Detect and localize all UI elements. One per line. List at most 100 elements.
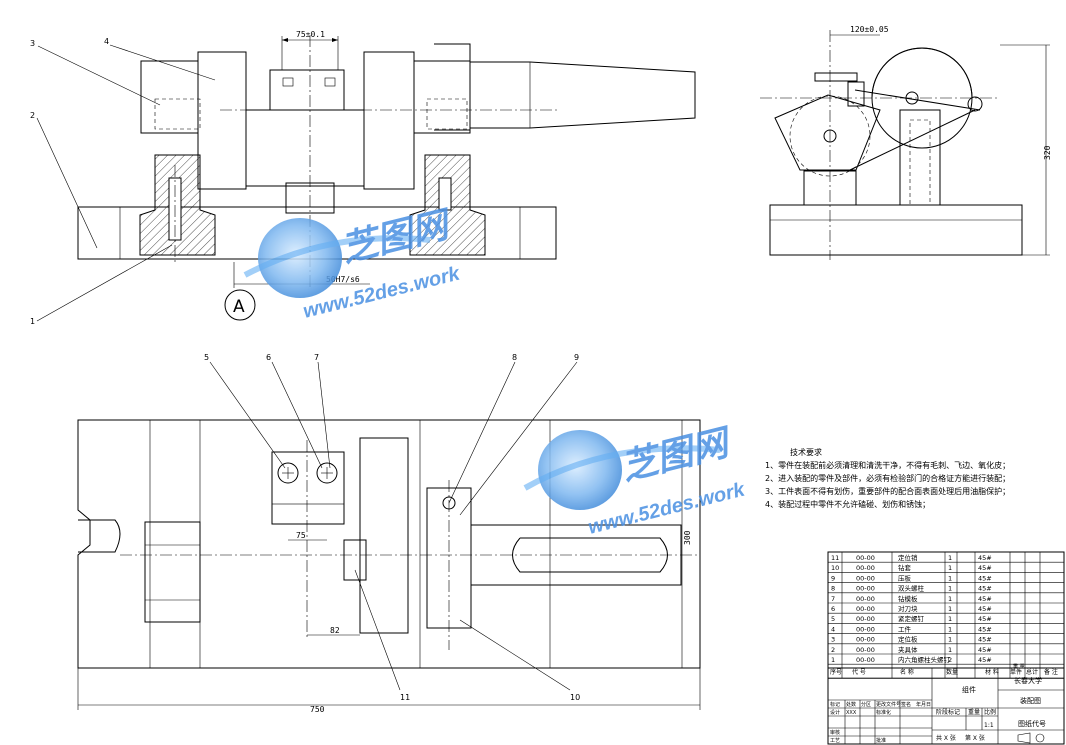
svg-text:1: 1 <box>30 317 35 326</box>
bom-cell-qty: 1 <box>948 595 952 603</box>
bom-cell-code: 00-00 <box>856 605 875 613</box>
svg-text:6: 6 <box>266 353 271 362</box>
bom-cell-mat: 45# <box>978 554 992 562</box>
bom-cell-no: 2 <box>831 646 835 654</box>
bom-cell-no: 3 <box>831 636 835 644</box>
svg-text:7: 7 <box>314 353 319 362</box>
svg-text:11: 11 <box>400 693 410 702</box>
bom-header-remark: 备 注 <box>1044 668 1058 676</box>
bom-cell-qty: 1 <box>948 564 952 572</box>
svg-text:3、工件表面不得有划伤，重要部件的配合面表面处理后用油脂保护: 3、工件表面不得有划伤，重要部件的配合面表面处理后用油脂保护； <box>765 486 1010 496</box>
bom-cell-no: 7 <box>831 595 835 603</box>
bom-cell-name: 内六角螺柱头螺钉 <box>898 655 951 664</box>
svg-text:2: 2 <box>30 111 35 120</box>
bom-cell-no: 4 <box>831 625 835 633</box>
section-marker <box>224 289 256 321</box>
bom-cell-qty: 2 <box>948 656 952 664</box>
bom-cell-mat: 45# <box>978 656 992 664</box>
dim-50h7: 50H7/s6 <box>326 275 360 284</box>
bom-cell-code: 00-00 <box>856 554 875 562</box>
svg-text:标记: 标记 <box>830 701 840 708</box>
bom-cell-code: 00-00 <box>856 564 875 572</box>
front-view: 75±0.1 50H7/s6 A <box>77 30 696 321</box>
bom-cell-mat: 45# <box>978 585 992 593</box>
bom-cell-mat: 45# <box>978 564 992 572</box>
side-view: 120±0.05 320 <box>760 25 1052 260</box>
tech-title: 技术要求 <box>790 447 822 457</box>
bom-cell-no: 5 <box>831 615 835 623</box>
dim-320: 320 <box>1043 145 1052 160</box>
svg-text:装配图: 装配图 <box>1020 696 1041 705</box>
bom-cell-qty: 1 <box>948 625 952 633</box>
bom-cell-mat: 45# <box>978 574 992 582</box>
watermark-2: 芝图网 www.52des.work <box>523 421 748 539</box>
watermark-1: 芝图网 www.52des.work <box>243 203 463 323</box>
svg-text:阶段标记: 阶段标记 <box>936 708 960 716</box>
dim-75: 75±0.1 <box>296 30 325 39</box>
title-block: 组件 长春大学 装配图 图纸代号 阶段标记 重量 比例 1:1 共 X 张 第 … <box>827 667 1065 745</box>
bom-cell-no: 11 <box>831 554 839 562</box>
bom-cell-qty: 1 <box>948 615 952 623</box>
bom-header-unit: 单件 <box>1010 668 1022 676</box>
bom-cell-code: 00-00 <box>856 585 875 593</box>
plan-callouts: 5 6 7 8 9 11 10 <box>204 353 580 702</box>
svg-text:第 X 张: 第 X 张 <box>965 734 985 742</box>
bom-cell-no: 9 <box>831 574 835 582</box>
bom-cell-qty: 1 <box>948 574 952 582</box>
bom-cell-no: 6 <box>831 605 835 613</box>
dim-750: 750 <box>310 705 325 714</box>
bom-cell-code: 00-00 <box>856 625 875 633</box>
svg-text:4: 4 <box>104 37 109 46</box>
bom-cell-qty: 1 <box>948 605 952 613</box>
svg-text:9: 9 <box>574 353 579 362</box>
bom-cell-code: 00-00 <box>856 646 875 654</box>
bom-cell-mat: 45# <box>978 636 992 644</box>
svg-text:设计: 设计 <box>830 709 840 716</box>
dim-300: 300 <box>683 530 692 545</box>
bom-cell-code: 00-00 <box>856 595 875 603</box>
bom-cell-mat: 45# <box>978 605 992 613</box>
bom-cell-qty: 1 <box>948 554 952 562</box>
svg-text:2、进入装配的零件及部件，必须有检验部门的合格证方能进行装配: 2、进入装配的零件及部件，必须有检验部门的合格证方能进行装配； <box>765 473 1010 483</box>
bom-header-name: 名 称 <box>900 668 914 676</box>
bom-cell-code: 00-00 <box>856 656 875 664</box>
bom-cell-name: 定位板 <box>898 635 918 644</box>
bom-cell-name: 定位销 <box>898 553 918 562</box>
svg-text:更改文件号: 更改文件号 <box>876 701 901 708</box>
dim-75-plan: 75 <box>296 531 306 540</box>
globe-icon <box>258 218 342 298</box>
svg-text:年月日: 年月日 <box>916 701 931 708</box>
svg-text:10: 10 <box>570 693 580 702</box>
dim-120: 120±0.05 <box>850 25 889 34</box>
bom-cell-no: 8 <box>831 585 835 593</box>
dim-82: 82 <box>330 626 340 635</box>
bom-header-no: 序号 <box>830 668 842 676</box>
bom-cell-code: 00-00 <box>856 636 875 644</box>
bom-cell-name: 夹具体 <box>898 645 918 654</box>
bom-cell-no: 10 <box>831 564 839 572</box>
bom-cell-no: 1 <box>831 656 835 664</box>
svg-text:图纸代号: 图纸代号 <box>1018 719 1046 728</box>
svg-text:1、零件在装配前必须清理和清洗干净，不得有毛刺、飞边、氧化皮: 1、零件在装配前必须清理和清洗干净，不得有毛刺、飞边、氧化皮； <box>765 460 1010 470</box>
svg-text:分区: 分区 <box>861 701 871 708</box>
svg-text:签名: 签名 <box>901 701 911 708</box>
bom-cell-name: 压板 <box>898 573 912 582</box>
bom-cell-name: 钻套 <box>898 563 912 572</box>
svg-text:批准: 批准 <box>876 737 886 744</box>
front-callouts: 3 4 2 1 <box>30 37 216 326</box>
svg-text:XXX: XXX <box>846 710 857 716</box>
svg-text:重量: 重量 <box>968 708 980 716</box>
bom-header-total: 总计 <box>1026 668 1038 676</box>
svg-text:4、装配过程中零件不允许磕碰、划伤和锈蚀；: 4、装配过程中零件不允许磕碰、划伤和锈蚀； <box>765 499 930 509</box>
bom-cell-mat: 45# <box>978 615 992 623</box>
bom-cell-code: 00-00 <box>856 574 875 582</box>
bom-cell-name: 工件 <box>898 624 912 633</box>
plan-view: 750 300 75 82 <box>77 419 701 714</box>
svg-text:芝图网: 芝图网 <box>617 421 737 488</box>
bom-cell-name: 紧定螺钉 <box>898 614 925 623</box>
bom-cell-mat: 45# <box>978 646 992 654</box>
bom-cell-name: 双头螺柱 <box>898 584 925 593</box>
bom-cell-name: 对刀块 <box>898 604 918 613</box>
bom-cell-qty: 1 <box>948 636 952 644</box>
